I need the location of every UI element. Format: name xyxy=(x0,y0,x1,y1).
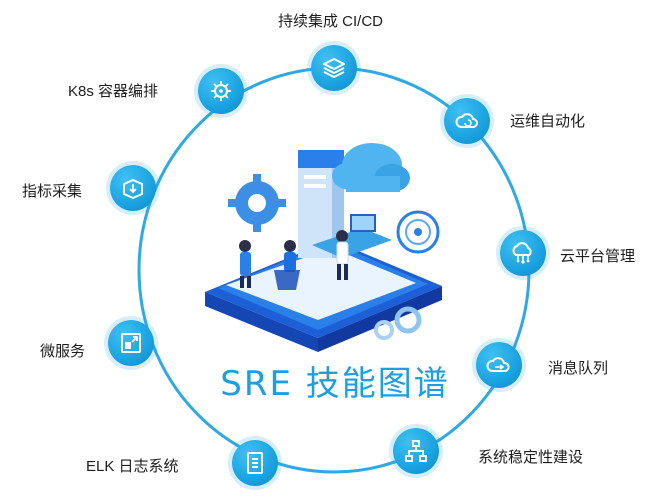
node-micro[interactable] xyxy=(108,320,154,366)
label-elk: ELK 日志系统 xyxy=(86,458,179,475)
log-document-icon xyxy=(247,452,263,474)
label-metrics: 指标采集 xyxy=(22,183,83,200)
cloud-queue-icon xyxy=(486,357,510,372)
diagram-title: SRE 技能图谱 xyxy=(220,364,450,404)
node-cicd[interactable] xyxy=(311,45,357,91)
node-automation[interactable] xyxy=(444,98,490,144)
node-cloud[interactable] xyxy=(500,230,546,276)
label-k8s: K8s 容器编排 xyxy=(68,83,159,100)
node-mq[interactable] xyxy=(476,342,522,388)
node-elk[interactable] xyxy=(232,440,278,486)
cloud-network-icon xyxy=(512,242,532,264)
layers-icon xyxy=(323,58,345,78)
label-automation: 运维自动化 xyxy=(510,113,586,130)
sitemap-icon xyxy=(405,440,427,462)
node-metrics[interactable] xyxy=(110,165,156,211)
label-stability: 系统稳定性建设 xyxy=(478,449,584,466)
box-download-icon xyxy=(123,179,143,199)
label-cicd: 持续集成 CI/CD xyxy=(278,13,384,30)
helm-icon xyxy=(211,81,231,101)
node-stability[interactable] xyxy=(393,428,439,474)
label-mq: 消息队列 xyxy=(548,360,609,377)
central-illustration xyxy=(205,143,442,352)
node-k8s[interactable] xyxy=(198,68,244,114)
microservice-icon xyxy=(121,333,141,353)
label-micro: 微服务 xyxy=(40,343,86,360)
cloud-refresh-icon xyxy=(455,113,478,128)
label-cloud: 云平台管理 xyxy=(560,248,636,265)
